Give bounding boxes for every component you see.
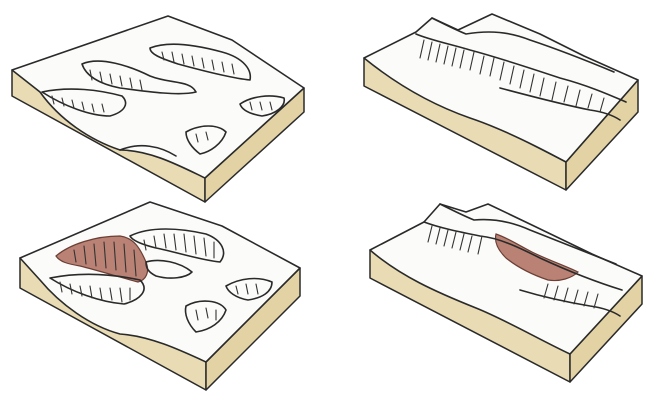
block-top-left xyxy=(12,16,304,202)
block-top-right xyxy=(364,14,638,190)
block-bottom-right xyxy=(370,204,642,382)
block-bottom-left xyxy=(20,202,300,390)
